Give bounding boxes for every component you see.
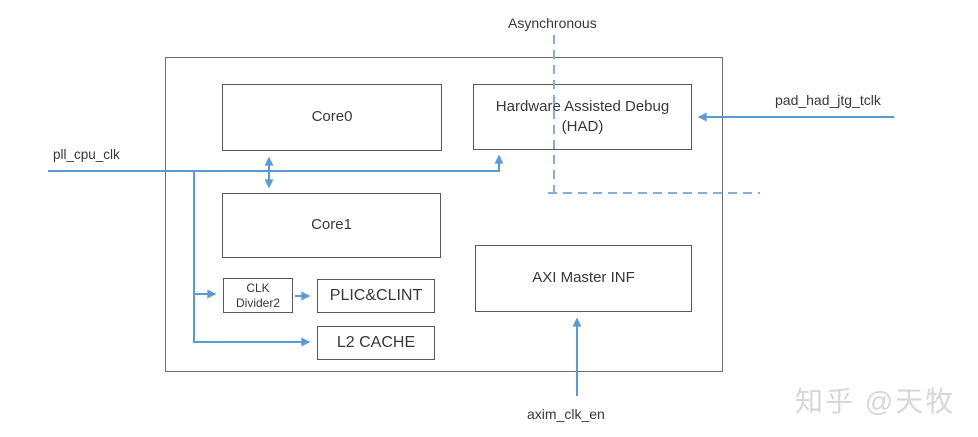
block-core1: Core1 <box>222 193 441 258</box>
block-axi-master-inf: AXI Master INF <box>475 245 692 312</box>
block-core0-label: Core0 <box>311 108 353 126</box>
cpu-subsystem-boundary <box>165 57 723 372</box>
block-clk-divider2: CLK Divider2 <box>223 278 293 313</box>
block-clkdiv-label: CLK Divider2 <box>235 280 280 310</box>
axim-clk-en-label: axim_clk_en <box>527 406 605 422</box>
block-axi-label: AXI Master INF <box>532 269 635 287</box>
watermark-zhihu: 知乎 @天牧 <box>795 386 956 417</box>
block-plic-label: PLIC&CLINT <box>329 287 423 305</box>
block-l2-label: L2 CACHE <box>336 334 416 352</box>
pll-cpu-clk-label: pll_cpu_clk <box>53 147 120 162</box>
asynchronous-label: Asynchronous <box>508 15 597 31</box>
block-plic-clint: PLIC&CLINT <box>317 279 435 313</box>
pad-had-jtg-tclk-label: pad_had_jtg_tclk <box>775 92 881 108</box>
block-core0: Core0 <box>222 84 442 151</box>
block-had-label: Hardware Assisted Debug (HAD) <box>495 97 670 135</box>
block-hardware-assisted-debug: Hardware Assisted Debug (HAD) <box>473 84 692 150</box>
block-core1-label: Core1 <box>311 216 352 234</box>
block-l2-cache: L2 CACHE <box>317 326 435 360</box>
